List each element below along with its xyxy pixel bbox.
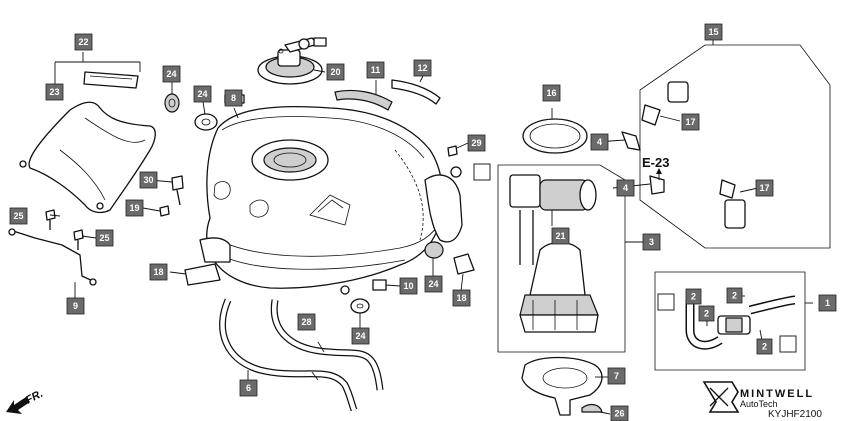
label-p22: 22: [74, 33, 93, 51]
label-p18a: 18: [149, 263, 168, 281]
label-p23: 23: [45, 83, 64, 101]
label-p29: 29: [467, 134, 486, 152]
svg-text:4: 4: [623, 183, 628, 193]
svg-text:25: 25: [99, 233, 109, 243]
label-p21: 21: [551, 227, 570, 245]
label-p25a: 25: [9, 207, 28, 225]
drain-hoses: [219, 298, 384, 412]
bracket-9: [8, 228, 97, 286]
label-p20: 20: [326, 63, 345, 81]
svg-text:2: 2: [762, 342, 767, 352]
svg-text:11: 11: [371, 65, 381, 75]
brand-logo: MINTWELL AutoTech KYJHF2100: [702, 381, 822, 420]
svg-text:24: 24: [197, 89, 207, 99]
svg-text:18: 18: [456, 293, 466, 303]
label-p30: 30: [139, 171, 158, 189]
svg-text:3: 3: [649, 237, 654, 247]
label-p1: 1: [818, 294, 837, 312]
fuel-cap: [257, 37, 327, 85]
label-p8: 8: [224, 89, 243, 107]
svg-text:10: 10: [403, 281, 413, 291]
svg-text:28: 28: [301, 317, 311, 327]
blank-callout: [657, 293, 675, 311]
fuel-hose-15: [639, 44, 831, 249]
svg-text:29: 29: [471, 138, 481, 148]
ref-e23: E-23: [642, 155, 669, 180]
label-p19: 19: [125, 199, 144, 217]
svg-text:1: 1: [825, 298, 830, 308]
svg-text:24: 24: [166, 69, 176, 79]
label-p17b: 17: [755, 179, 774, 197]
label-p6: 6: [239, 379, 258, 397]
svg-text:15: 15: [708, 27, 718, 37]
svg-text:17: 17: [685, 117, 695, 127]
svg-text:FR.: FR.: [24, 388, 45, 407]
svg-text:8: 8: [231, 93, 236, 103]
tank-cover: [19, 71, 156, 214]
svg-text:25: 25: [13, 211, 23, 221]
svg-text:KYJHF2100: KYJHF2100: [768, 409, 822, 420]
label-p16: 16: [542, 84, 561, 102]
label-p3: 3: [642, 233, 661, 251]
label-p2b: 2: [726, 287, 743, 304]
svg-text:22: 22: [78, 37, 88, 47]
label-p11: 11: [366, 61, 385, 79]
svg-text:2: 2: [732, 291, 737, 301]
svg-text:4: 4: [597, 137, 602, 147]
svg-text:24: 24: [355, 331, 365, 341]
svg-text:18: 18: [153, 267, 163, 277]
label-p4b: 4: [616, 179, 635, 197]
label-p26: 26: [610, 405, 629, 421]
front-arrow: FR.: [6, 388, 45, 414]
svg-text:19: 19: [129, 203, 139, 213]
label-p10: 10: [399, 277, 418, 295]
label-p9: 9: [66, 297, 85, 315]
pump-gasket: [521, 356, 603, 416]
svg-text:MINTWELL: MINTWELL: [740, 388, 814, 400]
label-p24d: 24: [424, 275, 443, 293]
label-p24c: 24: [351, 327, 370, 345]
svg-text:2: 2: [704, 309, 709, 319]
label-p15: 15: [704, 23, 723, 41]
label-p18b: 18: [452, 289, 471, 307]
o-ring: [522, 118, 588, 154]
svg-text:24: 24: [428, 279, 438, 289]
svg-text:17: 17: [759, 183, 769, 193]
label-p2a: 2: [685, 288, 702, 305]
label-p28: 28: [297, 313, 316, 331]
label-p25b: 25: [95, 229, 114, 247]
svg-text:7: 7: [614, 371, 619, 381]
svg-text:23: 23: [49, 87, 59, 97]
label-p12: 12: [413, 59, 432, 77]
label-p4a: 4: [590, 133, 609, 151]
blank-callout: [779, 335, 797, 353]
label-p17a: 17: [681, 113, 700, 131]
svg-text:20: 20: [330, 67, 340, 77]
svg-text:26: 26: [614, 409, 624, 419]
label-p24a: 24: [162, 65, 181, 83]
fuel-tank: [199, 105, 463, 295]
fuel-pump-group: [497, 164, 626, 353]
svg-text:6: 6: [246, 383, 251, 393]
svg-text:AutoTech: AutoTech: [740, 399, 778, 409]
svg-text:21: 21: [555, 231, 565, 241]
label-p2d: 2: [756, 338, 773, 355]
svg-text:16: 16: [546, 88, 556, 98]
svg-text:9: 9: [73, 301, 78, 311]
svg-text:2: 2: [691, 292, 696, 302]
label-p7: 7: [607, 367, 626, 385]
rubber-strips: [334, 79, 441, 111]
svg-text:12: 12: [417, 63, 427, 73]
svg-text:30: 30: [143, 175, 153, 185]
blank-callout: [473, 163, 491, 181]
label-p24b: 24: [193, 85, 212, 103]
svg-text:E-23: E-23: [642, 155, 669, 170]
label-p2c: 2: [698, 305, 715, 322]
fuel-hose-1: [654, 271, 806, 371]
